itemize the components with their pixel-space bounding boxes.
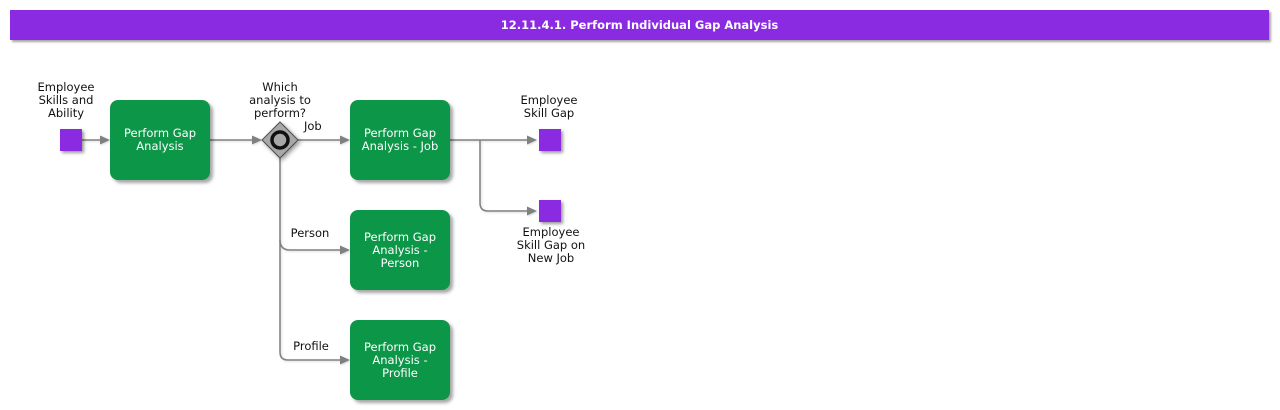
arrowhead: [100, 135, 110, 145]
task-label: Perform Gap Analysis: [123, 126, 197, 153]
start-event-label: Employee Skills and Ability: [37, 80, 95, 120]
connector-decision-to-task-profile: [279, 158, 340, 361]
connector-decision-to-task-person: [279, 239, 340, 251]
end-event-label-employee-skill-gap: Employee Skill Gap: [520, 93, 578, 120]
task-label: Perform Gap Analysis - Profile: [363, 339, 437, 380]
branch-label-profile: Profile: [293, 339, 329, 353]
arrowhead: [340, 245, 350, 255]
task-label: Perform Gap Analysis - Job: [361, 126, 439, 153]
decision-gateway-icon: [261, 121, 299, 159]
diagram-title: 12.11.4.1. Perform Individual Gap Analys…: [500, 18, 779, 32]
diagram-title-bar: 12.11.4.1. Perform Individual Gap Analys…: [10, 10, 1269, 40]
end-event-employee-skill-gap: [539, 129, 561, 151]
task-perform-gap-analysis[interactable]: Perform Gap Analysis: [110, 100, 210, 180]
branch-label-job: Job: [304, 119, 322, 133]
arrowhead: [340, 135, 350, 145]
end-event-employee-skill-gap-new-job: [539, 200, 561, 222]
task-perform-gap-analysis-person[interactable]: Perform Gap Analysis - Person: [350, 210, 450, 290]
connector-task-job-to-end2: [479, 140, 527, 212]
start-event-employee-skills-and-ability: [60, 129, 82, 151]
arrowhead: [252, 135, 262, 145]
arrowhead: [527, 135, 537, 145]
end-event-label-employee-skill-gap-new-job: Employee Skill Gap on New Job: [516, 225, 586, 265]
arrowhead: [340, 355, 350, 365]
decision-question-label: Which analysis to perform?: [249, 80, 311, 120]
task-perform-gap-analysis-job[interactable]: Perform Gap Analysis - Job: [350, 100, 450, 180]
branch-label-person: Person: [290, 226, 330, 240]
arrowhead: [527, 206, 537, 216]
task-label: Perform Gap Analysis - Person: [363, 229, 437, 270]
task-perform-gap-analysis-profile[interactable]: Perform Gap Analysis - Profile: [350, 320, 450, 400]
